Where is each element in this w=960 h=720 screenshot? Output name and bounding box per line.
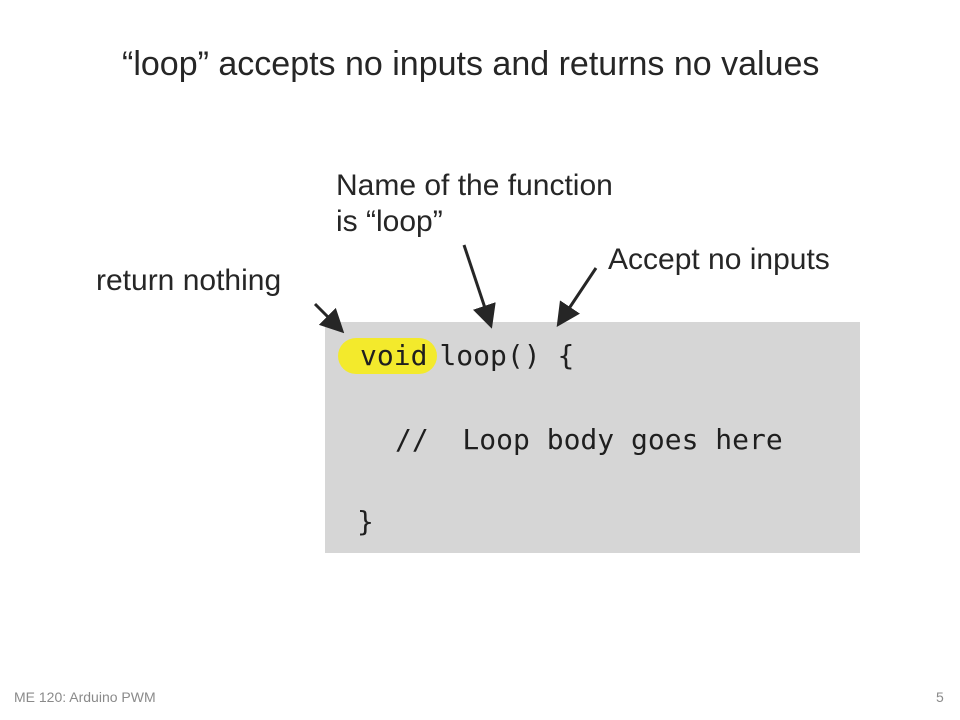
code-line-closing-brace: } [357, 505, 374, 538]
annotation-function-name-line-1: Name of the function [336, 169, 613, 202]
code-line-comment: // Loop body goes here [395, 423, 783, 456]
annotation-return-nothing: return nothing [96, 264, 282, 297]
arrow-function-name [462, 244, 496, 329]
annotation-accept-no-inputs: Accept no inputs [608, 243, 830, 276]
footer-page-number: 5 [936, 689, 944, 705]
slide-title: “loop” accepts no inputs and returns no … [122, 45, 820, 83]
annotation-function-name: Name of the function is “loop” [336, 168, 613, 240]
void-keyword-highlight: void [338, 338, 438, 374]
code-signature-rest: loop() { [439, 339, 575, 372]
arrow-accept-no-inputs [556, 267, 598, 327]
footer-course-label: ME 120: Arduino PWM [14, 689, 156, 705]
annotation-function-name-line-2: is “loop” [336, 205, 443, 238]
